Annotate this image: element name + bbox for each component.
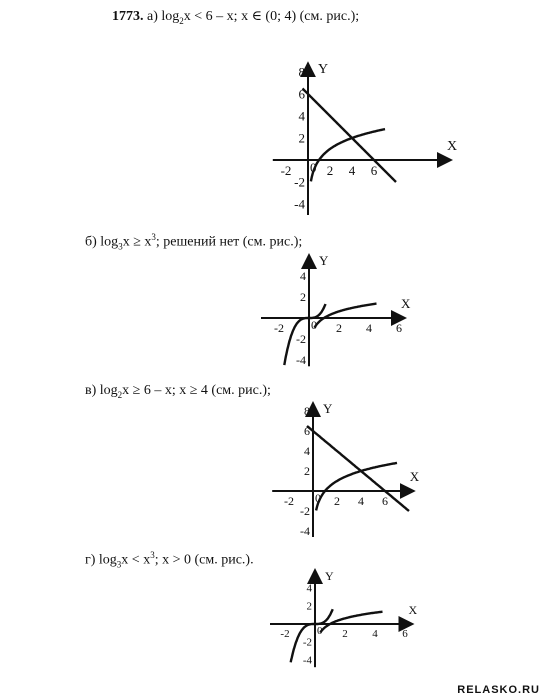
y-tick-label: -4 (296, 353, 306, 367)
y-tick-label: 6 (304, 424, 310, 438)
y-tick-label: 4 (300, 269, 306, 283)
x-tick-label: 6 (402, 628, 408, 640)
log-arg: x (122, 383, 130, 398)
x-tick-label: 2 (342, 628, 348, 640)
power: 3 (150, 550, 155, 560)
problem-c-statement: в) log2x ≥ 6 – x; x ≥ 4 (см. рис.); (85, 383, 271, 400)
x-axis-label: X (410, 469, 420, 484)
y-tick-label: -2 (300, 504, 310, 518)
x-tick-label: 2 (334, 494, 340, 508)
problem-number: 1773. (112, 9, 144, 24)
y-tick-label: 2 (304, 464, 310, 478)
x-tick-label: -2 (274, 321, 284, 335)
log-word: log (161, 9, 180, 24)
y-tick-label: 2 (307, 601, 313, 613)
y-tick-label: 6 (299, 86, 306, 101)
y-axis-label: Y (319, 253, 329, 268)
curve-x3 (283, 303, 327, 366)
x-tick-label: 4 (358, 494, 364, 508)
y-tick-label: -2 (294, 174, 305, 189)
origin-label: 0 (315, 491, 321, 505)
log-arg: x (121, 552, 129, 568)
origin-label: 0 (310, 160, 317, 175)
x-tick-label: 6 (396, 321, 402, 335)
part-label: в) (85, 383, 97, 398)
y-tick-label: -4 (300, 524, 310, 538)
curve-log3x (319, 610, 383, 634)
graph-c: X Y -2 2 4 6 8 6 4 2 -2 -4 0 (272, 401, 420, 538)
y-tick-label: -2 (296, 332, 306, 346)
statement-rest: ≥ 6 – x; x ≥ 4 (см. рис.); (129, 383, 271, 398)
curve-6x (301, 87, 397, 183)
statement-rest-b: ; x > 0 (см. рис.). (154, 552, 254, 568)
log-base: 2 (179, 15, 184, 26)
y-tick-label: 8 (304, 404, 310, 418)
x-tick-label: -2 (280, 628, 289, 640)
curve-6x (306, 425, 410, 512)
y-tick-label: 8 (299, 64, 306, 79)
x-tick-label: 4 (349, 163, 356, 178)
y-tick-label: 4 (307, 583, 313, 595)
x-tick-label: 4 (366, 321, 372, 335)
y-axis-label: Y (318, 62, 328, 77)
log-arg: x (183, 9, 191, 24)
problem-d-statement: г) log3x < x3; x > 0 (см. рис.). (85, 550, 254, 569)
log-base: 3 (116, 559, 122, 570)
y-axis-label: Y (323, 401, 333, 416)
x-tick-label: 6 (371, 163, 378, 178)
y-tick-label: -4 (294, 196, 305, 211)
part-label: а) (147, 9, 158, 24)
y-tick-label: 2 (300, 290, 306, 304)
problem-a-statement: 1773. а) log2x < 6 – x; x ∈ (0; 4) (см. … (112, 8, 359, 26)
log-base: 2 (117, 389, 123, 400)
x-tick-label: 4 (372, 628, 378, 640)
curve-log2x (309, 127, 386, 182)
x-tick-label: 6 (382, 494, 388, 508)
x-tick-label: -2 (284, 494, 294, 508)
statement-rest: < 6 – x; x ∈ (0; 4) (см. рис.); (190, 9, 360, 24)
curve-log3x (313, 302, 377, 329)
x-axis-label: X (447, 139, 457, 154)
problem-b-statement: б) log3x ≥ x3; решений нет (см. рис.); (85, 232, 302, 251)
watermark: RELASKO.RU (457, 684, 540, 696)
log-word: log (100, 234, 119, 250)
y-tick-label: 2 (299, 130, 306, 145)
statement-rest-a: < x (128, 552, 151, 568)
graph-b: X Y -2 2 4 6 4 2 -2 -4 0 (261, 253, 411, 367)
curve-log2x (314, 461, 398, 511)
y-tick-label: -2 (303, 637, 312, 649)
log-base: 3 (118, 241, 123, 252)
y-tick-label: 4 (299, 108, 306, 123)
x-tick-label: 2 (336, 321, 342, 335)
x-axis-label: X (409, 603, 418, 617)
x-axis-label: X (401, 296, 411, 311)
y-tick-label: -4 (303, 655, 313, 667)
statement-rest-b: ; решений нет (см. рис.); (155, 234, 303, 250)
curve-x3 (289, 608, 334, 663)
power: 3 (151, 232, 156, 242)
part-label: б) (85, 234, 97, 250)
x-tick-label: -2 (281, 163, 292, 178)
y-axis-label: Y (325, 569, 334, 583)
statement-rest-a: ≥ x (129, 234, 152, 250)
origin-label: 0 (311, 318, 317, 332)
x-tick-label: 2 (327, 163, 334, 178)
log-word: log (99, 383, 118, 398)
log-word: log (98, 552, 117, 568)
part-label: г) (85, 552, 96, 568)
log-arg: x (122, 234, 130, 250)
y-tick-label: 4 (304, 444, 310, 458)
